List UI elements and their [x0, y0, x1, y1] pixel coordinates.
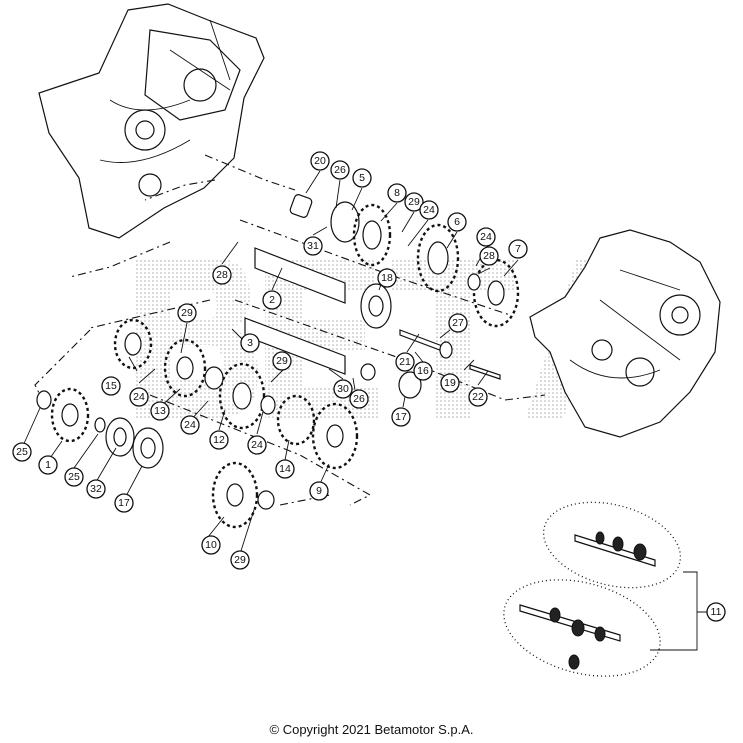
svg-text:24: 24 [184, 419, 196, 431]
svg-text:26: 26 [353, 393, 365, 405]
callouts: 20 26 5 8 29 24 6 24 28 7 28 2 31 18 27 … [12, 151, 726, 622]
svg-text:21: 21 [399, 356, 411, 368]
callout-9: 8 [387, 183, 407, 203]
callout-25b: 25 [64, 467, 84, 487]
callout-24e: 24 [247, 435, 267, 455]
callout-5: 11 [706, 602, 726, 622]
copyright-notice: © Copyright 2021 Betamotor S.p.A. [269, 722, 474, 737]
svg-text:6: 6 [454, 216, 460, 228]
svg-text:22: 22 [472, 391, 484, 403]
callout-22: 22 [468, 387, 488, 407]
svg-text:25: 25 [68, 471, 80, 483]
upper-shaft-parts [244, 194, 520, 399]
callout-7: 6 [447, 212, 467, 232]
svg-text:5: 5 [359, 172, 365, 184]
callout-21: 21 [395, 352, 415, 372]
svg-text:28: 28 [483, 250, 495, 262]
gear-kit-group [503, 501, 707, 677]
callout-12: 12 [209, 430, 229, 450]
svg-text:17: 17 [395, 411, 407, 423]
svg-text:25: 25 [16, 446, 28, 458]
svg-text:16: 16 [417, 365, 429, 377]
callout-31: 31 [303, 236, 323, 256]
callout-29c: 29 [272, 351, 292, 371]
svg-text:13: 13 [154, 405, 166, 417]
left-crankcase [38, 3, 265, 239]
svg-text:20: 20 [314, 155, 326, 167]
svg-text:14: 14 [279, 463, 291, 475]
svg-text:30: 30 [337, 383, 349, 395]
svg-text:28: 28 [216, 269, 228, 281]
callout-1: 1 [38, 455, 58, 475]
lower-shaft-parts [36, 318, 376, 529]
callout-29d: 29 [230, 550, 250, 570]
svg-text:26: 26 [334, 164, 346, 176]
callout-19: 17 [114, 493, 134, 513]
callout-25a: 25 [12, 442, 32, 462]
callout-11: 10 [201, 535, 221, 555]
svg-text:24: 24 [133, 391, 145, 403]
svg-text:8: 8 [394, 187, 400, 199]
svg-text:1: 1 [45, 459, 51, 471]
callout-26a: 26 [330, 160, 350, 180]
callout-26b: 26 [349, 389, 369, 409]
callout-24c: 24 [129, 387, 149, 407]
callout-14: 14 [275, 459, 295, 479]
callout-8: 7 [508, 239, 528, 259]
svg-text:18: 18 [381, 272, 393, 284]
callout-6: 5 [352, 168, 372, 188]
callout-15: 15 [101, 376, 121, 396]
callout-24b: 24 [476, 227, 496, 247]
svg-text:29: 29 [234, 554, 246, 566]
svg-text:27: 27 [452, 317, 464, 329]
svg-text:19: 19 [444, 377, 456, 389]
callout-3: 3 [240, 333, 260, 353]
callout-27: 27 [448, 313, 468, 333]
svg-text:31: 31 [307, 240, 319, 252]
svg-text:15: 15 [105, 380, 117, 392]
callout-30: 30 [333, 379, 353, 399]
callout-18: 18 [377, 268, 397, 288]
callout-13: 13 [150, 401, 170, 421]
callout-17b: 17 [391, 407, 411, 427]
callout-24a: 24 [419, 200, 439, 220]
svg-text:10: 10 [205, 539, 217, 551]
svg-text:29: 29 [276, 355, 288, 367]
callout-29b: 29 [177, 303, 197, 323]
callout-10: 9 [309, 481, 329, 501]
svg-text:11: 11 [711, 606, 722, 618]
svg-text:24: 24 [251, 439, 263, 451]
callout-20: 19 [440, 373, 460, 393]
svg-text:24: 24 [423, 204, 435, 216]
svg-text:17: 17 [118, 497, 130, 509]
callout-28b: 28 [212, 265, 232, 285]
callout-28a: 28 [479, 246, 499, 266]
svg-text:9: 9 [316, 485, 322, 497]
callout-16: 16 [413, 361, 433, 381]
svg-text:32: 32 [90, 483, 102, 495]
callout-2: 2 [262, 290, 282, 310]
callout-17a: 20 [310, 151, 330, 171]
svg-text:2: 2 [269, 294, 275, 306]
callout-24d: 24 [180, 415, 200, 435]
svg-text:7: 7 [515, 243, 521, 255]
svg-text:24: 24 [480, 231, 492, 243]
svg-text:3: 3 [247, 337, 253, 349]
callout-32: 32 [86, 479, 106, 499]
right-crankcase [529, 229, 721, 438]
svg-text:29: 29 [181, 307, 193, 319]
callout-29a: 29 [404, 192, 424, 212]
svg-text:12: 12 [213, 434, 225, 446]
svg-text:29: 29 [408, 196, 420, 208]
